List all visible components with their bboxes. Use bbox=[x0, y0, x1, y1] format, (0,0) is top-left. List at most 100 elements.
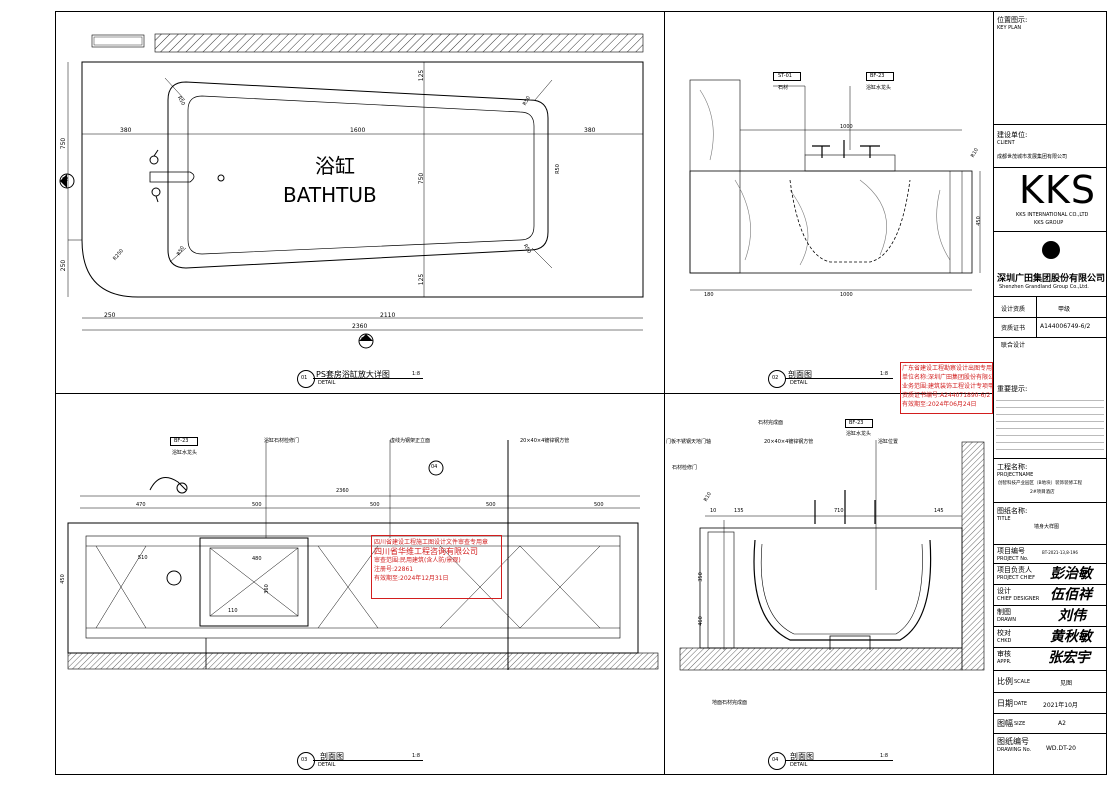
projno-label-cn: 项目编号 bbox=[997, 547, 1025, 555]
tag-bf-04: BF-23 bbox=[849, 420, 864, 426]
project-name-value2: 2#项目酒店 bbox=[1030, 490, 1055, 495]
title-sub-04: DETAIL bbox=[790, 762, 808, 768]
dim03-500d: 500 bbox=[594, 502, 604, 508]
notice-text-block bbox=[996, 394, 1104, 454]
design-stamp-line-3: 业务范围:建筑装饰工程设计专项甲级 bbox=[902, 383, 993, 390]
grandland-logo-icon bbox=[1042, 241, 1060, 259]
check-label-en: CHKD bbox=[997, 638, 1012, 644]
dim03-360: 360 bbox=[263, 584, 270, 594]
grandland-name-en: Shenzhen Grandland Group Co.,Ltd. bbox=[999, 284, 1089, 290]
dim-750-center: 750 bbox=[418, 172, 426, 185]
dim02-1000-top: 1000 bbox=[840, 124, 853, 130]
appr-label-cn: 审核 bbox=[997, 650, 1011, 658]
line-kks-bottom bbox=[993, 231, 1107, 232]
tag-bf-label-02: 浴缸水龙头 bbox=[866, 85, 892, 91]
note03-steel-tube: 20×40×4镀锌钢方管 bbox=[520, 438, 570, 444]
dwgno-label-en: DRAWING No. bbox=[997, 747, 1032, 753]
line-designer bbox=[993, 605, 1107, 606]
title-bubble-01 bbox=[297, 370, 315, 388]
drawn-label-cn: 制图 bbox=[997, 608, 1011, 616]
dim03-450: 450 bbox=[59, 574, 66, 584]
size-value: A2 bbox=[1058, 720, 1066, 727]
dim-380-left: 380 bbox=[120, 127, 132, 134]
title-label-en: TITLE bbox=[997, 516, 1011, 522]
line-title-bottom bbox=[993, 544, 1107, 545]
date-value: 2021年10月 bbox=[1043, 702, 1078, 709]
dwgno-label-cn: 图纸编号 bbox=[997, 737, 1029, 746]
date-label-cn: 日期 bbox=[997, 699, 1013, 708]
review-stamp-line-5: 有效期至:2024年12月31日 bbox=[374, 575, 449, 582]
project-name-value: 创智科技产业园区（B地块）装饰装修工程 bbox=[998, 481, 1083, 486]
tag-bf-label-03: 浴缸水龙头 bbox=[172, 450, 198, 456]
title-sub-01: DETAIL bbox=[318, 380, 336, 386]
designer-label-cn: 设计 bbox=[997, 587, 1011, 595]
dim-380-right: 380 bbox=[584, 127, 596, 134]
title-num-02: 02 bbox=[772, 375, 779, 381]
keyplan-label-en: KEY PLAN bbox=[997, 25, 1022, 31]
check-label-cn: 校对 bbox=[997, 629, 1011, 637]
title-text-03: 剖面图 bbox=[320, 752, 344, 761]
tag-st: ST-01 bbox=[778, 73, 792, 79]
dim-250-bottom: 250 bbox=[104, 312, 116, 319]
title-underline-03 bbox=[313, 760, 423, 761]
dim03-110: 110 bbox=[228, 608, 238, 614]
dim03-470: 470 bbox=[136, 502, 146, 508]
chief-label-en: PROJECT CHIEF bbox=[997, 575, 1035, 581]
cert-label: 资质证书 bbox=[1001, 325, 1026, 332]
title-bubble-04 bbox=[768, 752, 786, 770]
dim-125-top: 125 bbox=[418, 69, 426, 82]
keyplan-label-cn: 位置图示: bbox=[997, 16, 1028, 24]
title-value: 墙身大样图 bbox=[1034, 524, 1060, 530]
keyplan-box bbox=[993, 124, 1107, 125]
side-tag-02[interactable]: 02 bbox=[62, 177, 69, 183]
title-scale-03: 1:8 bbox=[412, 753, 421, 759]
dim04-350: 350 bbox=[697, 572, 704, 582]
kks-logo: KKS bbox=[1019, 168, 1096, 212]
drawn-label-en: DRAWN bbox=[997, 617, 1016, 623]
review-stamp-line-1: 四川省建设工程施工图设计文件审查专用章 bbox=[374, 539, 489, 546]
notice-label: 重要提示: bbox=[997, 385, 1028, 393]
title-text-02: 剖面图 bbox=[788, 370, 812, 379]
bathtub-label-en: BATHTUB bbox=[283, 183, 377, 207]
tag-bf-02: BF-23 bbox=[870, 73, 885, 79]
scale-value: 见图 bbox=[1060, 680, 1073, 687]
dwgno-value: WD.DT-20 bbox=[1046, 745, 1076, 752]
title-scale-01: 1:8 bbox=[412, 371, 421, 377]
title-sub-03: DETAIL bbox=[318, 762, 336, 768]
grandland-name-cn: 深圳广田集团股份有限公司 bbox=[997, 274, 1106, 284]
dim04-710: 710 bbox=[834, 508, 844, 514]
size-label-en: SIZE bbox=[1014, 721, 1026, 727]
dim03-510: 510 bbox=[138, 555, 148, 561]
title-label-cn: 图纸名称: bbox=[997, 507, 1028, 515]
size-label-cn: 图幅 bbox=[997, 719, 1013, 728]
dim-2110: 2110 bbox=[380, 312, 396, 319]
title-scale-04: 1:8 bbox=[880, 753, 889, 759]
note04-tub-position: 浴缸位置 bbox=[878, 439, 899, 445]
line-scale bbox=[993, 692, 1107, 693]
dim-125-bottom: 125 bbox=[418, 273, 426, 286]
dim-1600: 1600 bbox=[350, 127, 366, 134]
line-chief bbox=[993, 584, 1107, 585]
dim03-500b: 500 bbox=[370, 502, 380, 508]
title-sub-02: DETAIL bbox=[790, 380, 808, 386]
line-drawn bbox=[993, 626, 1107, 627]
tub-basin bbox=[167, 81, 549, 269]
line-project-bottom bbox=[993, 502, 1107, 503]
design-stamp-line-4: 资质证书编号:A244071890-6/2 bbox=[902, 392, 991, 399]
note04-floor-finish: 地面石材完成面 bbox=[712, 700, 748, 706]
review-stamp-line-3: 审查范围:民用建筑(含人防/景观) bbox=[374, 557, 461, 564]
joint-label: 联合设计 bbox=[1001, 342, 1026, 349]
title-scale-02: 1:8 bbox=[880, 371, 889, 377]
detail-tag-04[interactable]: 04 bbox=[431, 464, 438, 470]
review-stamp-line-2: 四川省华维工程咨询有限公司 bbox=[374, 547, 478, 556]
line-date bbox=[993, 713, 1107, 714]
dim02-180: 180 bbox=[704, 292, 714, 298]
kks-sub2: KKS GROUP bbox=[1034, 220, 1064, 226]
dim02-1000-bottom: 1000 bbox=[840, 292, 853, 298]
client-label-en: CLIENT bbox=[997, 140, 1015, 146]
section-tag-03[interactable]: 03 bbox=[361, 337, 368, 343]
design-stamp-line-5: 有效期至:2024年06月24日 bbox=[902, 401, 977, 408]
line-appr bbox=[993, 670, 1107, 671]
dim-250-left: 250 bbox=[60, 259, 68, 272]
note03-access-door: 浴缸石材检修门 bbox=[264, 438, 300, 444]
